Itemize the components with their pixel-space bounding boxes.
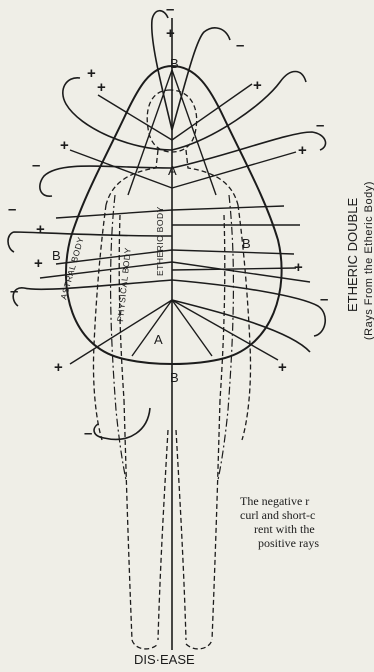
minus-sign: – <box>236 37 244 54</box>
rays-note-label: (Rays From the Etheric Body) <box>363 181 374 340</box>
minus-sign: – <box>320 291 328 308</box>
lower-left-curl <box>94 408 150 439</box>
plus-sign: + <box>298 142 307 159</box>
caption-line: positive rays <box>240 536 374 550</box>
caption-line: The negative r <box>240 494 374 508</box>
plus-sign: + <box>97 79 106 96</box>
minus-sign: – <box>8 201 16 218</box>
plus-sign: + <box>60 137 69 154</box>
physical-body-outline-right <box>218 195 233 480</box>
plus-sign: + <box>54 359 63 376</box>
plus-sign: + <box>36 221 45 238</box>
point-a-lower: A <box>154 332 163 347</box>
plus-sign: + <box>253 77 262 94</box>
upper-right-loop <box>172 72 306 151</box>
etheric-body-label: ETHERIC BODY <box>155 206 165 276</box>
left-hook-2 <box>8 232 172 252</box>
plus-sign: + <box>294 259 303 276</box>
minus-sign: – <box>316 117 324 134</box>
point-b-left: B <box>52 248 61 263</box>
minus-sign: – <box>166 1 174 18</box>
plus-sign: + <box>34 255 43 272</box>
upper-left-loop <box>63 78 172 150</box>
point-b-top: B <box>170 56 179 71</box>
caption-line: rent with the <box>240 522 374 536</box>
plus-sign: + <box>87 65 96 82</box>
etheric-double-label: ETHERIC DOUBLE <box>345 198 360 312</box>
caption-line: curl and short-c <box>240 508 374 522</box>
disease-label: DIS·EASE <box>134 652 195 667</box>
plus-sign: + <box>278 359 287 376</box>
minus-sign: – <box>10 283 18 300</box>
figure-caption: The negative r curl and short-c rent wit… <box>240 494 374 550</box>
point-a-upper: A <box>168 163 177 178</box>
astral-body-label: ASTRAL BODY <box>58 236 85 301</box>
point-b-bottom: B <box>170 370 179 385</box>
plus-sign: + <box>166 25 175 42</box>
point-b-right: B <box>242 236 251 251</box>
minus-sign: – <box>32 157 40 174</box>
right-curl-bottom <box>172 300 310 352</box>
left-hook-3 <box>13 280 172 306</box>
minus-sign: – <box>84 425 92 442</box>
